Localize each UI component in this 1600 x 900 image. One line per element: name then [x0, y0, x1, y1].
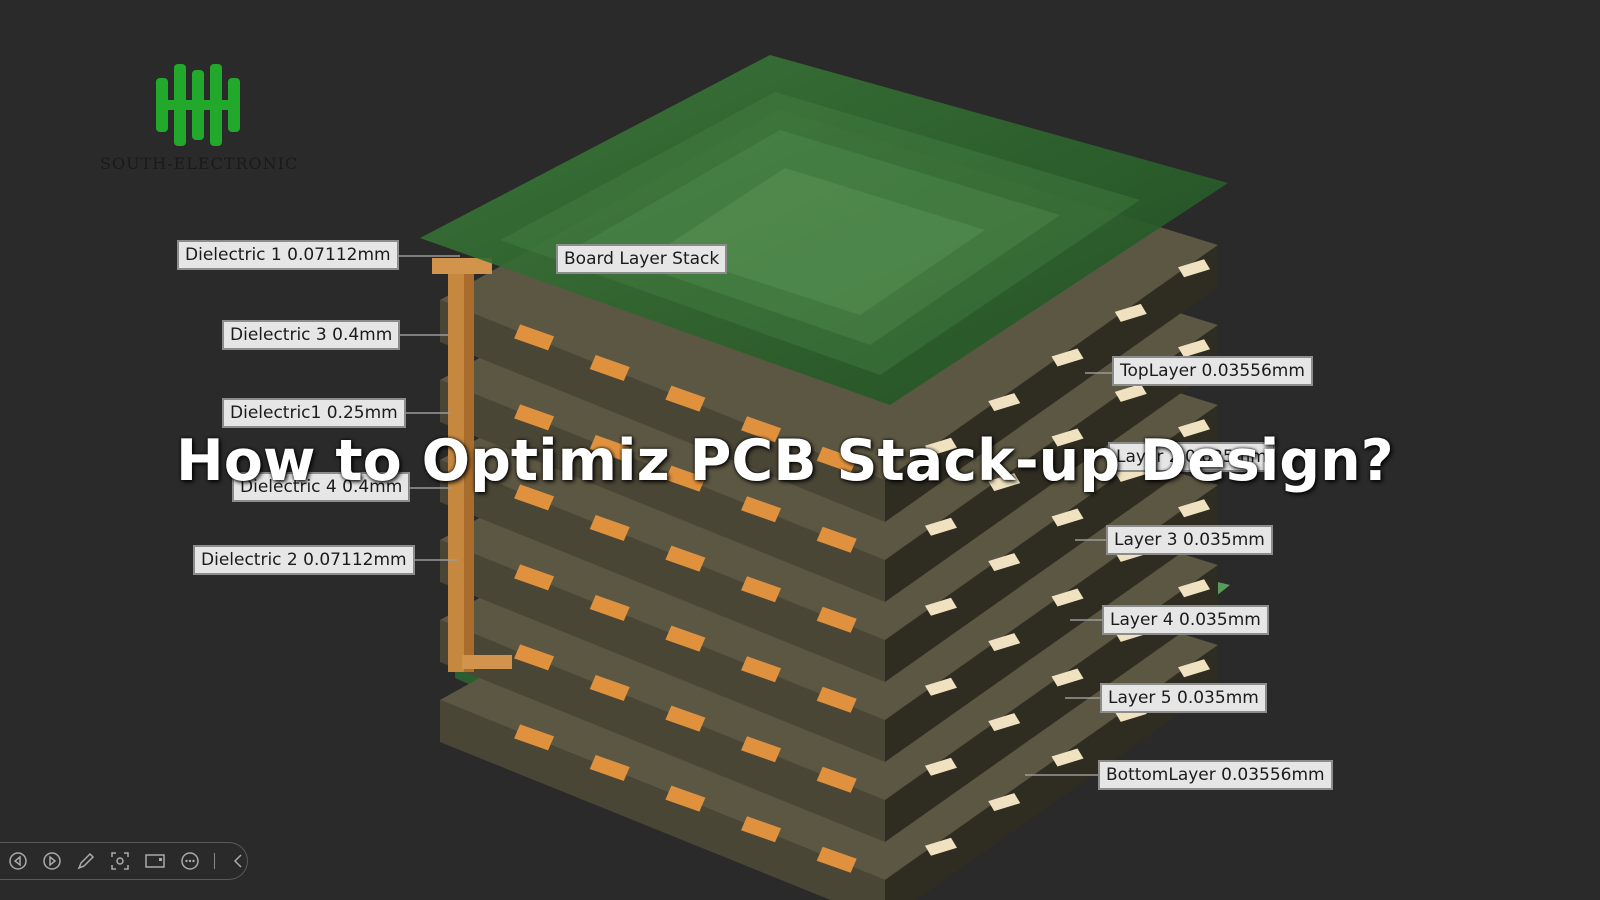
label-board-layer-stack: Board Layer Stack — [556, 244, 728, 274]
copper-pad — [988, 393, 1021, 412]
label-toplayer: TopLayer 0.03556mm — [1112, 356, 1313, 386]
copper-pad — [988, 713, 1021, 732]
label-bottomlayer: BottomLayer 0.03556mm — [1098, 760, 1333, 790]
logo-wordmark: SOUTH-ELECTRONIC — [100, 154, 299, 173]
copper-pad — [665, 465, 706, 492]
copper-pad — [514, 644, 555, 671]
copper-pad — [514, 724, 555, 751]
camera-icon[interactable] — [144, 850, 166, 872]
label-layer-5: Layer 5 0.035mm — [1100, 683, 1267, 713]
copper-pad — [514, 564, 555, 591]
next-icon[interactable] — [42, 850, 62, 872]
core-front-face — [440, 300, 885, 522]
copper-pad — [1114, 303, 1147, 322]
label-layer-3: Layer 3 0.035mm — [1106, 525, 1273, 555]
via-column — [432, 258, 512, 672]
copper-pad — [589, 355, 630, 381]
page-title: How to Optimiz PCB Stack-up Design? — [176, 428, 1394, 494]
copper-pad — [988, 553, 1021, 572]
copper-pad — [924, 437, 957, 456]
copper-pad — [924, 517, 957, 536]
copper-pad — [589, 515, 630, 541]
prev-icon[interactable] — [8, 850, 28, 872]
copper-pad — [741, 496, 782, 523]
copper-pad — [665, 705, 706, 732]
copper-pad — [988, 793, 1021, 812]
copper-pad — [741, 416, 782, 443]
more-icon[interactable] — [180, 850, 200, 872]
company-logo: SOUTH-ELECTRONIC — [100, 58, 300, 178]
core-front-face — [440, 620, 885, 842]
copper-pad — [1051, 588, 1084, 607]
copper-pad — [816, 686, 857, 713]
copper-pad — [816, 526, 857, 553]
toolbar-divider — [214, 853, 215, 869]
copper-pad — [924, 677, 957, 696]
copper-pad — [1178, 259, 1211, 278]
copper-pads — [514, 259, 1211, 873]
top-board — [420, 55, 1228, 405]
copper-pad — [514, 404, 555, 431]
core-front-face — [440, 540, 885, 762]
label-layer-4: Layer 4 0.035mm — [1102, 605, 1269, 635]
copper-pad — [741, 736, 782, 763]
copper-pad — [741, 576, 782, 603]
copper-pad — [988, 473, 1021, 492]
copper-pad — [665, 385, 706, 412]
copper-pad — [924, 597, 957, 616]
presentation-toolbar — [0, 842, 248, 880]
copper-pad — [589, 595, 630, 621]
copper-pad — [514, 324, 555, 351]
copper-pad — [1178, 339, 1211, 358]
copper-pad — [741, 656, 782, 683]
copper-pad — [1114, 383, 1147, 402]
copper-pad — [1051, 508, 1084, 527]
label-dielectric-3: Dielectric 3 0.4mm — [222, 320, 401, 350]
copper-pad — [1178, 659, 1211, 678]
collapse-icon[interactable] — [229, 850, 247, 872]
copper-pad — [589, 435, 630, 461]
copper-pad — [665, 785, 706, 812]
copper-pad — [924, 837, 957, 856]
label-dielectric1: Dielectric1 0.25mm — [222, 398, 406, 428]
logo-mark-icon — [156, 64, 240, 146]
copper-pad — [665, 545, 706, 572]
copper-pad — [665, 625, 706, 652]
copper-pad — [924, 757, 957, 776]
copper-pad — [1051, 428, 1084, 447]
copper-pad — [1178, 419, 1211, 438]
copper-pad — [816, 446, 857, 473]
screenshot-icon[interactable] — [110, 850, 130, 872]
copper-pad — [1178, 579, 1211, 598]
label-layer-2: Layer 2 0.035mm — [1108, 442, 1275, 472]
pen-icon[interactable] — [76, 850, 96, 872]
copper-pad — [816, 606, 857, 633]
label-dielectric-4: Dielectric 4 0.4mm — [232, 472, 411, 502]
copper-pad — [1051, 748, 1084, 767]
copper-pad — [741, 816, 782, 843]
leader-lines — [395, 255, 1116, 776]
copper-pad — [589, 755, 630, 781]
copper-pad — [1178, 499, 1211, 518]
copper-pad — [816, 766, 857, 793]
copper-pad — [514, 484, 555, 511]
copper-pad — [1051, 348, 1084, 367]
label-dielectric-2: Dielectric 2 0.07112mm — [193, 545, 415, 575]
core-front-face — [440, 380, 885, 602]
copper-pad — [816, 846, 857, 873]
copper-pad — [589, 675, 630, 701]
core-front-face — [440, 700, 885, 900]
copper-pad — [1051, 668, 1084, 687]
core-front-face — [440, 460, 885, 682]
copper-pad — [988, 633, 1021, 652]
label-dielectric-1: Dielectric 1 0.07112mm — [177, 240, 399, 270]
